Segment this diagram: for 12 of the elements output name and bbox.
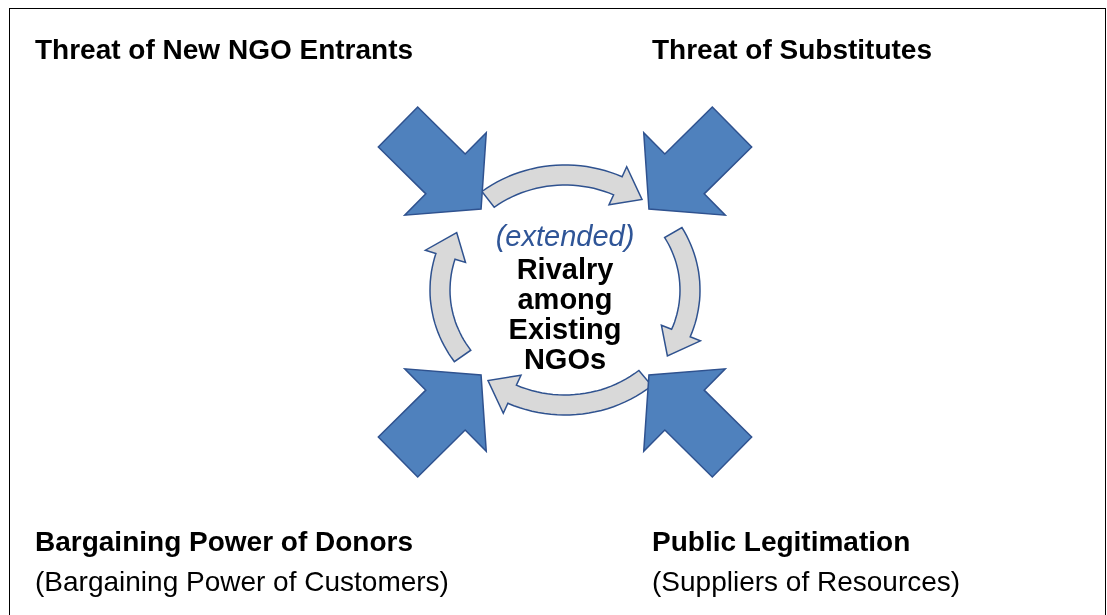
force-heading: Threat of New NGO Entrants — [35, 33, 414, 67]
central-force-label: Rivalry among Existing NGOs — [507, 254, 623, 374]
block-arrow — [377, 106, 488, 217]
force-heading: Threat of Substitutes — [652, 33, 932, 67]
force-subtitle: (Bargaining Power of Customers) — [35, 565, 449, 599]
force-subtitle: (Suppliers of Resources) — [652, 565, 961, 599]
block-arrow — [642, 106, 753, 217]
block-arrow — [642, 367, 753, 478]
force-heading: Bargaining Power of Donors — [35, 525, 415, 559]
qualifier-label: (extended) — [494, 219, 636, 254]
block-arrow — [377, 367, 488, 478]
force-heading: Public Legitimation — [652, 525, 912, 559]
